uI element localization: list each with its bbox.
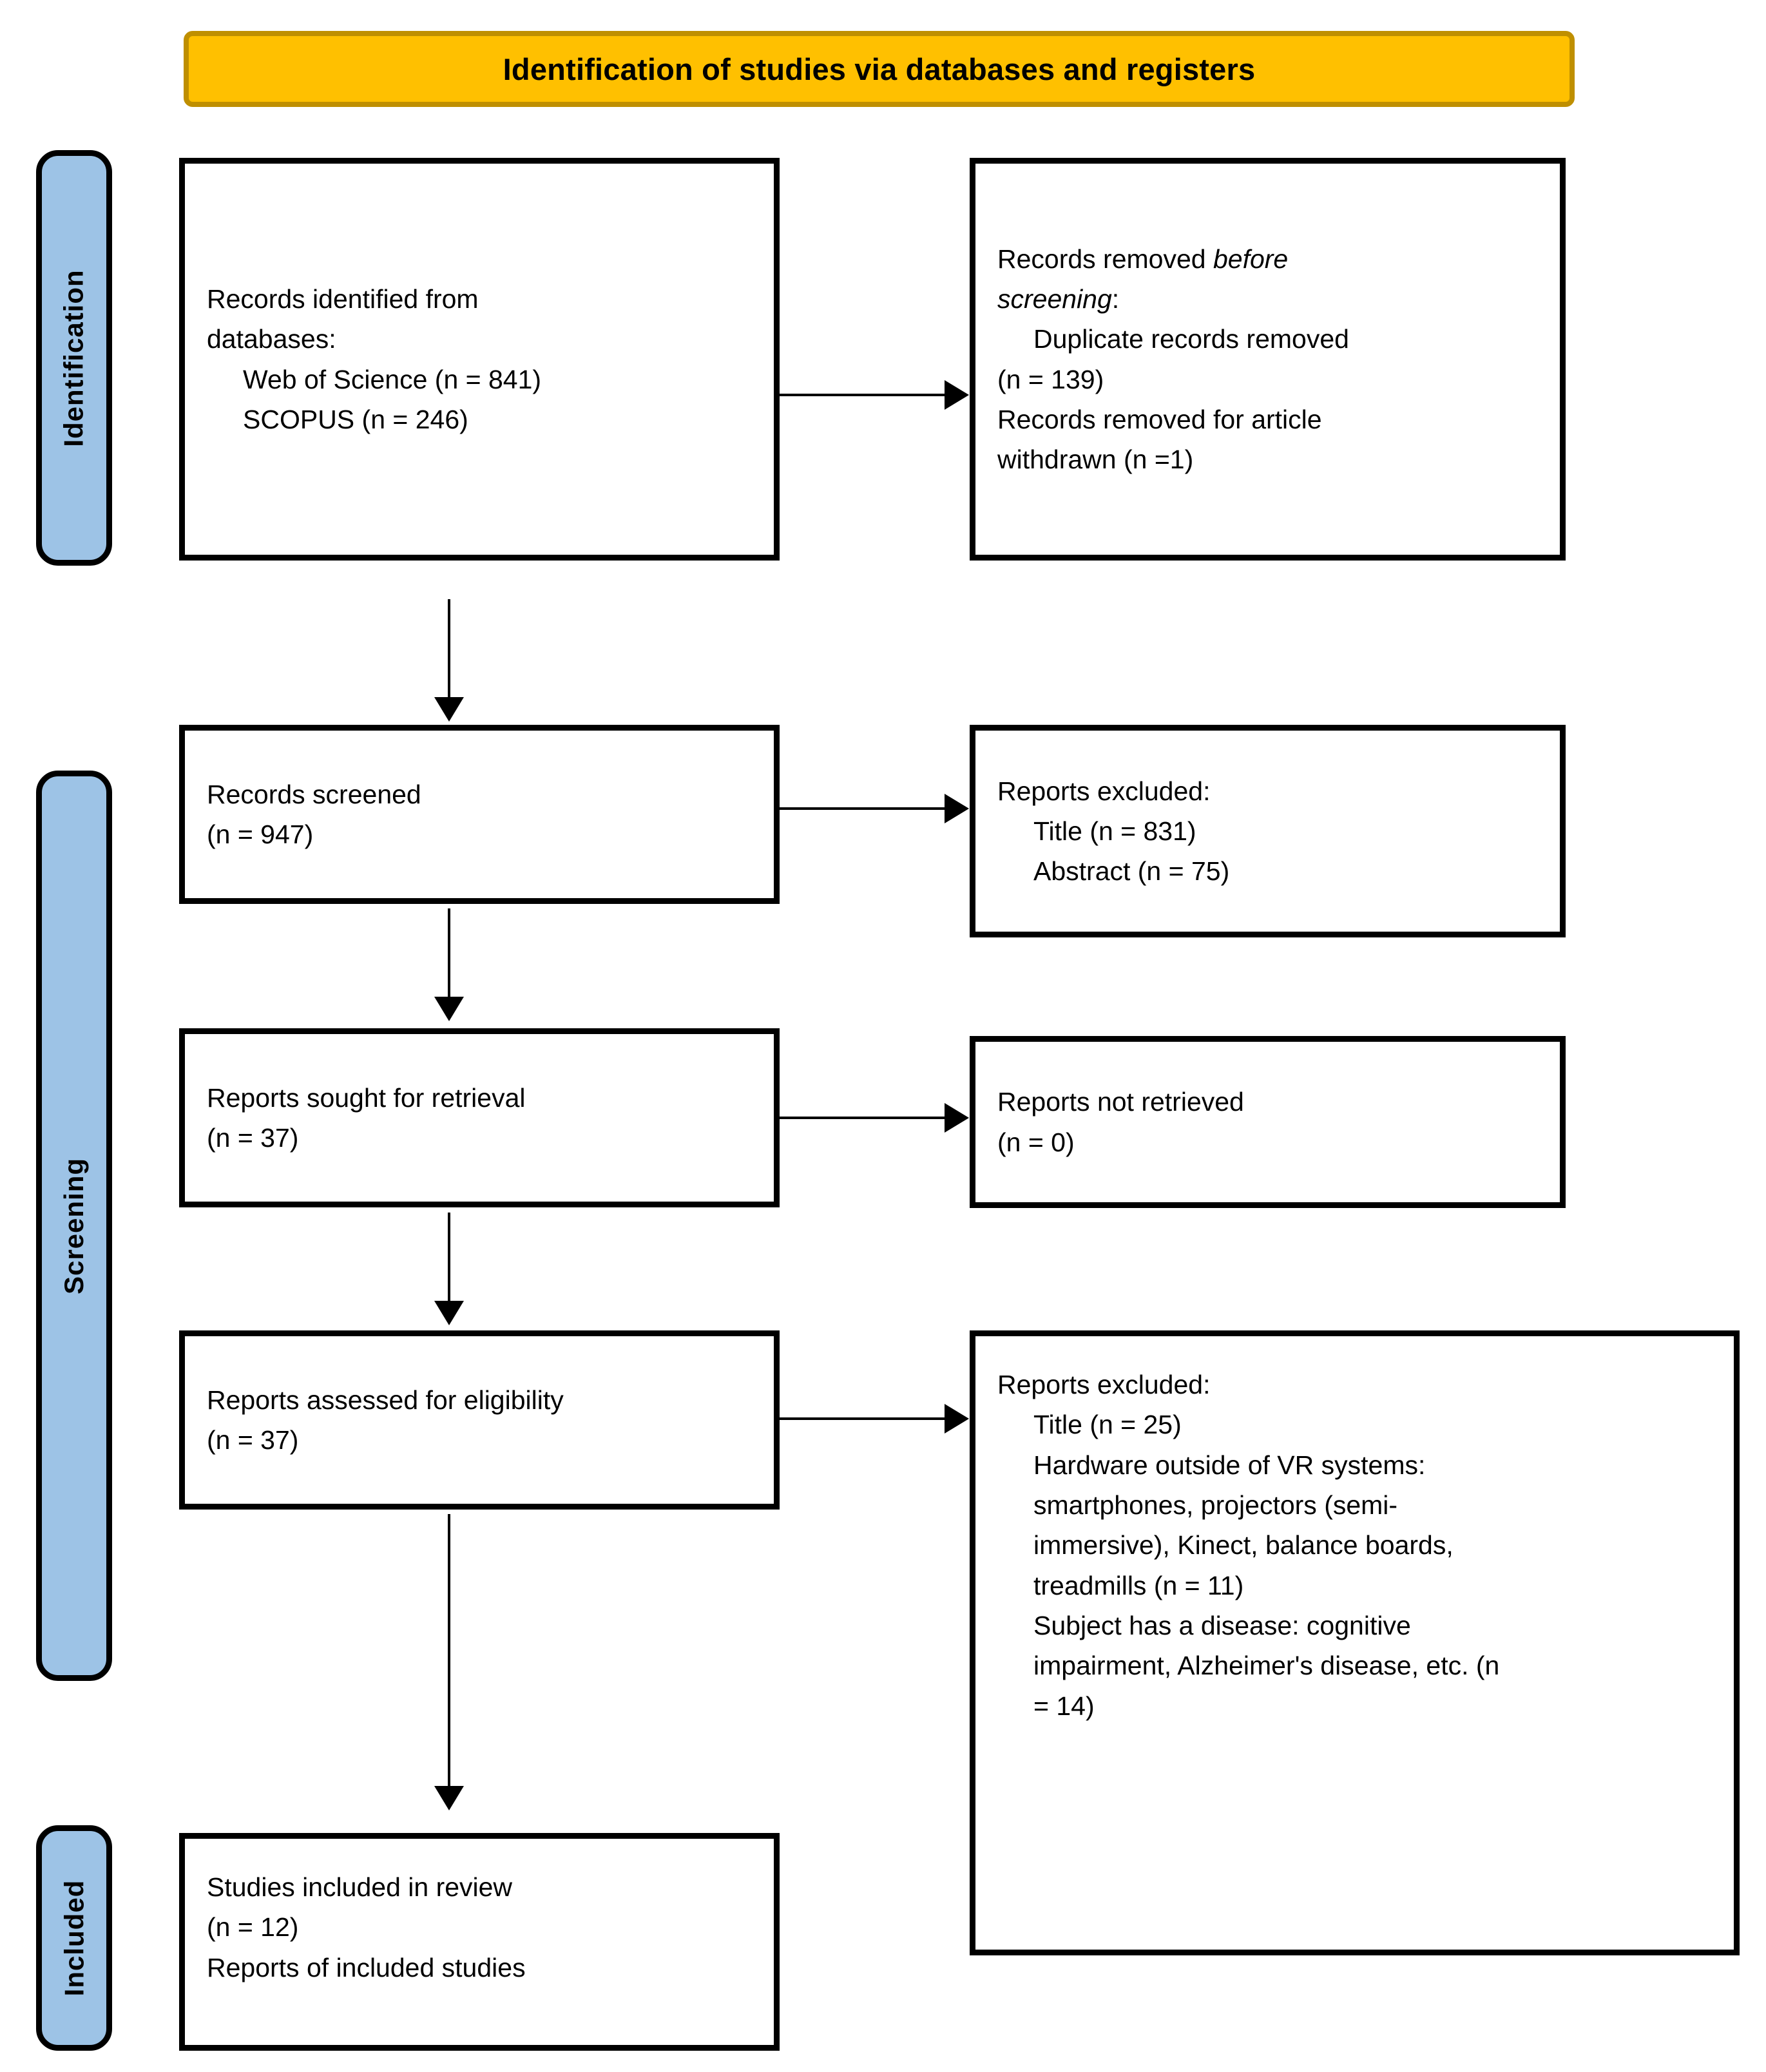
records-removed-line-1: Records removed before [997, 239, 1538, 279]
connector-screened-to-excluded-line [780, 807, 946, 810]
studies-included-line-1: Studies included in review [207, 1872, 513, 1902]
stage-label-identification: Identification [59, 269, 89, 447]
box-reports-assessed: Reports assessed for eligibility (n = 37… [179, 1330, 780, 1510]
connector-sought-to-assessed-arrowhead [434, 1301, 464, 1325]
diagram-header-banner: Identification of studies via databases … [184, 31, 1575, 107]
box-reports-sought: Reports sought for retrieval (n = 37) [179, 1028, 780, 1207]
connector-assessed-to-included-arrowhead [434, 1786, 464, 1810]
reports-excluded-2-line-6: treadmills (n = 11) [1033, 1570, 1244, 1600]
studies-included-line-2: (n = 12) [207, 1912, 299, 1942]
reports-excluded-2-line-9: = 14) [1033, 1691, 1095, 1721]
connector-sought-to-not-retrieved-line [780, 1117, 946, 1119]
connector-identified-to-removed-line [780, 394, 946, 396]
records-removed-line-2: screening: [997, 279, 1538, 319]
reports-not-retrieved-line-1: Reports not retrieved [997, 1087, 1244, 1117]
reports-excluded-2-line-1: Reports excluded: [997, 1370, 1211, 1399]
connector-assessed-to-included-line [448, 1514, 450, 1788]
box-records-identified: Records identified from databases: Web o… [179, 158, 780, 561]
records-screened-line-2: (n = 947) [207, 820, 314, 849]
connector-assessed-to-excluded-arrowhead [945, 1404, 969, 1434]
box-records-screened: Records screened (n = 947) [179, 725, 780, 904]
reports-not-retrieved-line-2: (n = 0) [997, 1127, 1075, 1157]
reports-excluded-1-line-2: Title (n = 831) [1033, 816, 1196, 846]
records-removed-line-3: Duplicate records removed [1033, 324, 1349, 354]
records-identified-line-3: Web of Science (n = 841) [243, 364, 542, 394]
reports-sought-line-1: Reports sought for retrieval [207, 1082, 526, 1113]
connector-identified-to-removed-arrowhead [945, 380, 969, 410]
reports-excluded-2-line-7: Subject has a disease: cognitive [1033, 1610, 1411, 1640]
connector-screened-to-sought-line [448, 908, 450, 999]
reports-sought-line-2: (n = 37) [207, 1123, 299, 1153]
reports-assessed-line-2: (n = 37) [207, 1425, 299, 1455]
diagram-title: Identification of studies via databases … [503, 52, 1256, 86]
connector-assessed-to-excluded-line [780, 1417, 946, 1420]
connector-screened-to-sought-arrowhead [434, 997, 464, 1021]
records-removed-line-6: withdrawn (n =1) [997, 445, 1194, 475]
records-removed-line-1-plain: Records removed [997, 244, 1213, 274]
box-studies-included: Studies included in review (n = 12) Repo… [179, 1833, 780, 2051]
connector-screened-to-excluded-arrowhead [945, 794, 969, 823]
reports-excluded-1-line-3: Abstract (n = 75) [1033, 856, 1230, 887]
reports-excluded-1-line-1: Reports excluded: [997, 776, 1211, 806]
stage-label-included: Included [59, 1879, 89, 1997]
connector-sought-to-assessed-line [448, 1213, 450, 1303]
connector-identified-to-screened-line [448, 599, 450, 699]
box-reports-excluded-screening: Reports excluded: Title (n = 831) Abstra… [970, 725, 1566, 937]
reports-excluded-2-line-3: Hardware outside of VR systems: [1033, 1450, 1426, 1480]
records-removed-line-2-italic: screening [997, 283, 1112, 314]
stage-band-screening: Screening [36, 771, 112, 1681]
reports-excluded-2-line-2: Title (n = 25) [1033, 1410, 1182, 1440]
box-reports-not-retrieved: Reports not retrieved (n = 0) [970, 1036, 1566, 1208]
records-identified-line-2: databases: [207, 324, 336, 354]
reports-excluded-2-line-5: immersive), Kinect, balance boards, [1033, 1530, 1454, 1560]
records-removed-line-2-tail: : [1111, 283, 1120, 314]
reports-excluded-2-line-8: impairment, Alzheimer's disease, etc. (n [1033, 1651, 1500, 1681]
stage-label-screening: Screening [59, 1157, 90, 1294]
connector-identified-to-screened-arrowhead [434, 697, 464, 722]
box-records-removed: Records removed before screening: Duplic… [970, 158, 1566, 561]
box-reports-excluded-eligibility: Reports excluded: Title (n = 25) Hardwar… [970, 1330, 1740, 1955]
connector-sought-to-not-retrieved-arrowhead [945, 1103, 969, 1133]
records-screened-line-1: Records screened [207, 779, 421, 809]
stage-band-identification: Identification [36, 150, 112, 566]
studies-included-line-3: Reports of included studies [207, 1952, 526, 1982]
stage-band-included: Included [36, 1825, 112, 2051]
reports-excluded-2-line-4: smartphones, projectors (semi- [1033, 1490, 1398, 1520]
records-identified-line-1: Records identified from [207, 283, 479, 314]
records-removed-line-5: Records removed for article [997, 404, 1322, 434]
records-removed-line-4: (n = 139) [997, 364, 1104, 394]
records-removed-line-1-italic: before [1213, 244, 1289, 274]
records-identified-line-4: SCOPUS (n = 246) [243, 404, 468, 434]
reports-assessed-line-1: Reports assessed for eligibility [207, 1385, 564, 1415]
